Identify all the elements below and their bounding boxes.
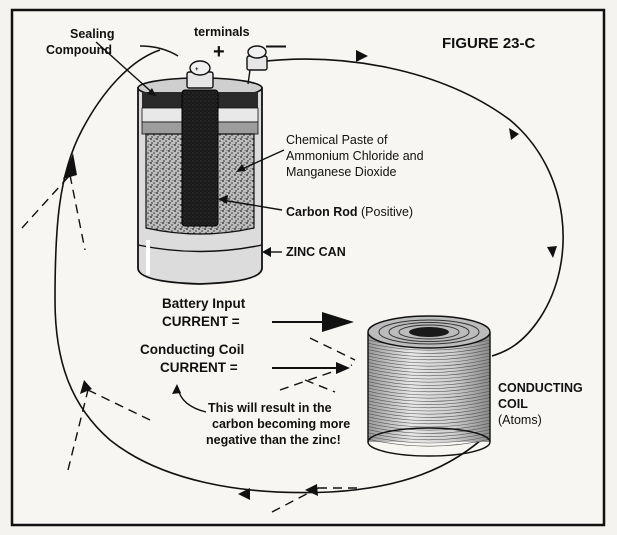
sealing-leader-arrowhead <box>147 88 156 96</box>
conducting-coil <box>367 315 491 457</box>
coil-winding <box>367 432 491 441</box>
coil-current-label-line2: CURRENT = <box>160 360 238 375</box>
zinc-can-leader-arrowhead <box>262 247 271 257</box>
loop-arrowheads <box>63 50 557 500</box>
note-line2: carbon becoming more <box>212 417 350 431</box>
sealing-label-line2: Compound <box>46 43 112 57</box>
note-line3: negative than the zinc! <box>206 433 341 447</box>
coil-winding <box>367 387 491 396</box>
coil-winding <box>367 394 491 402</box>
coil-winding <box>367 384 491 393</box>
coil-winding <box>367 368 491 377</box>
coil-core-hole <box>409 327 449 337</box>
coil-top-ring-3 <box>398 324 460 340</box>
coil-winding <box>367 362 491 370</box>
coil-winding <box>367 435 491 444</box>
coil-winding <box>367 413 491 421</box>
coil-winding <box>367 355 491 364</box>
minus-sign: — <box>266 35 286 57</box>
coil-current-arrowhead <box>336 362 350 374</box>
coil-label-line3: (Atoms) <box>498 413 542 427</box>
coil-winding <box>367 349 491 357</box>
coil-top-ring-1 <box>378 319 480 345</box>
carbon-rod-label: Carbon Rod (Positive) <box>286 205 413 219</box>
coil-winding <box>367 419 491 428</box>
carbon-rod-leader <box>221 199 283 211</box>
coil-winding <box>367 390 491 399</box>
coil-winding <box>367 429 491 437</box>
wire-coil-to-bottom <box>54 299 491 494</box>
dashed-left-upper-a <box>21 174 71 229</box>
coil-winding <box>367 406 491 415</box>
coil-winding <box>367 422 491 431</box>
arrowhead-bottom-right <box>305 484 318 496</box>
coil-current-label-line1: Conducting Coil <box>140 342 244 357</box>
arrowhead-top-right <box>356 50 368 62</box>
dashed-bottom-right-a <box>271 487 319 513</box>
arrowhead-left-upper <box>63 153 77 179</box>
svg-text:+: + <box>195 67 199 73</box>
zinc-can-lower-band <box>137 244 263 253</box>
wire-plus-to-left <box>139 45 179 57</box>
coil-winding <box>367 410 491 418</box>
carbon-rod-leader-arrowhead <box>218 195 228 204</box>
paste-leader-arrowhead <box>236 164 246 172</box>
paste-label-line2: Ammonium Chloride and <box>286 149 424 163</box>
coil-winding <box>367 346 491 354</box>
coil-winding <box>367 374 491 383</box>
paste-label-line1: Chemical Paste of <box>286 133 388 147</box>
coil-winding <box>367 400 491 409</box>
dashed-lines <box>21 174 358 513</box>
coil-winding <box>367 416 491 425</box>
coil-winding <box>367 438 491 447</box>
note-line1: This will result in the <box>208 401 332 415</box>
coil-top-ring-2 <box>388 322 470 342</box>
carbon-rod-label-bold: Carbon Rod <box>286 205 358 219</box>
coil-winding <box>367 381 491 389</box>
arrowhead-right-lower <box>547 246 557 258</box>
arrowhead-right-upper <box>509 128 519 140</box>
negative-terminal <box>246 45 268 85</box>
coil-winding <box>367 371 491 380</box>
sealing-leader <box>95 41 157 97</box>
dashed-to-coil-c <box>304 379 336 393</box>
coil-winding <box>367 426 491 434</box>
note-arrowhead <box>172 384 181 394</box>
figure-title: FIGURE 23-C <box>442 35 536 52</box>
coil-label-line2: COIL <box>498 397 528 411</box>
paste-leader <box>239 149 285 171</box>
coil-winding <box>367 352 491 361</box>
coil-winding <box>367 403 491 412</box>
dashed-left-lower-a <box>67 389 89 471</box>
terminals-label: terminals <box>194 25 250 39</box>
arrowhead-bottom-middle <box>238 488 250 500</box>
carbon-rod <box>181 89 219 227</box>
coil-winding <box>367 365 491 373</box>
arrowhead-left-lower <box>80 380 92 394</box>
dashed-to-coil-a <box>309 337 356 361</box>
battery-input-label-line1: Battery Input <box>162 296 246 311</box>
wire-minus-to-right <box>257 58 564 357</box>
battery-input-label-line2: CURRENT = <box>162 314 240 329</box>
coil-label-line1: CONDUCTING <box>498 381 583 395</box>
paste-label-line3: Manganese Dioxide <box>286 165 397 179</box>
dashed-left-lower-b <box>87 389 151 421</box>
carbon-rod-label-note: (Positive) <box>358 205 414 219</box>
coil-winding <box>367 358 491 367</box>
plus-sign: + <box>213 41 225 63</box>
battery-cell: + + — <box>137 35 286 285</box>
wire-left-up <box>54 49 161 301</box>
circuit-loop <box>54 45 564 494</box>
battery-input-arrowhead <box>322 312 354 332</box>
coil-winding <box>367 397 491 405</box>
coil-winding <box>367 378 491 386</box>
dashed-left-upper-b <box>69 174 86 251</box>
zinc-can-label: ZINC CAN <box>286 245 346 259</box>
figure-frame <box>10 8 606 527</box>
positive-terminal: + <box>186 60 214 89</box>
sealing-label-line1: Sealing <box>70 27 114 41</box>
coil-winding <box>367 342 491 351</box>
